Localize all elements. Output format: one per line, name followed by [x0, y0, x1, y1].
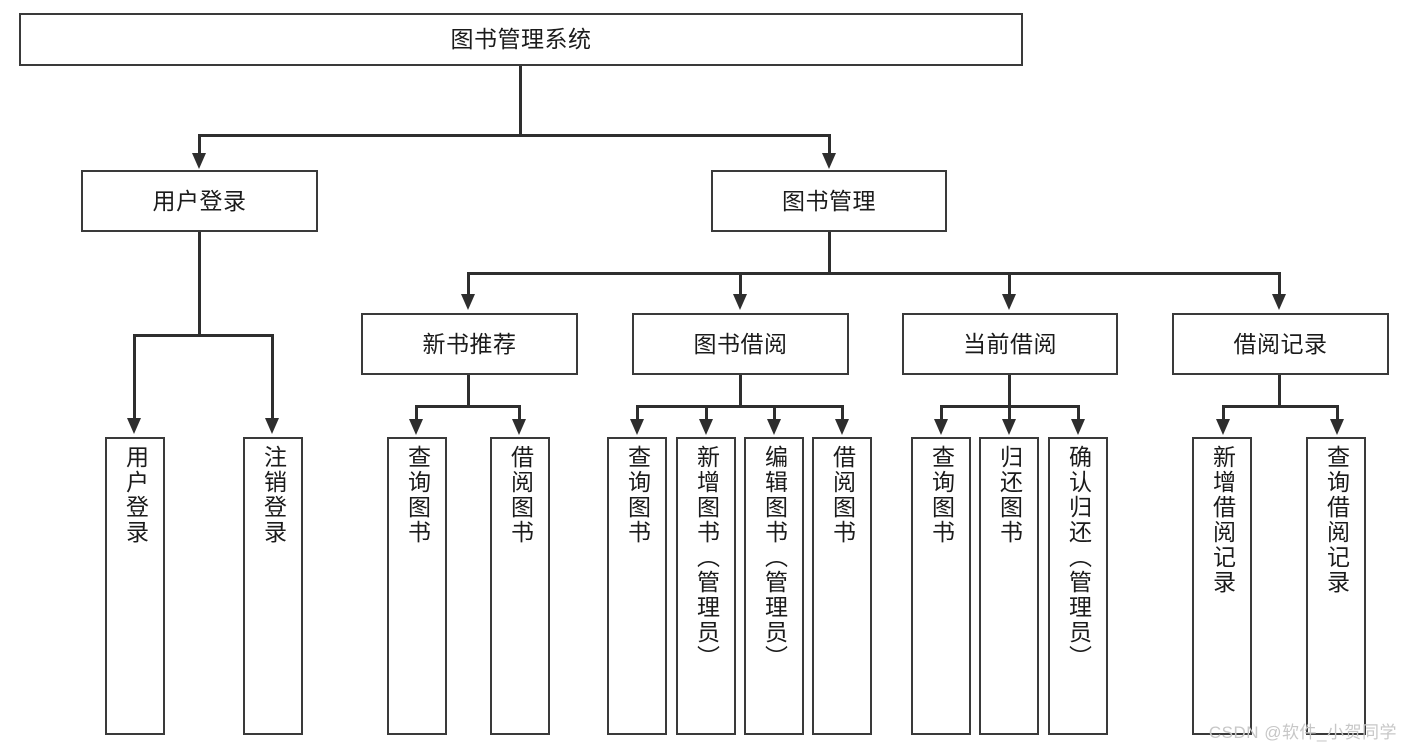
- leaf-borrow-record-query-record[interactable]: 查询借阅记录: [1306, 437, 1366, 735]
- connector-borrow-c3: [773, 405, 776, 421]
- node-book-management[interactable]: 图书管理: [711, 170, 947, 232]
- connector-borrow-c1: [636, 405, 639, 421]
- arrow-record-leaf-1: [1216, 419, 1230, 435]
- leaf-label: 借阅图书: [829, 445, 856, 545]
- node-book-management-label: 图书管理: [782, 187, 876, 214]
- connector-borrow-bus: [636, 405, 843, 408]
- leaf-label: 查询借阅记录: [1323, 445, 1350, 595]
- connector-book-mgmt-to-current: [1008, 272, 1011, 296]
- leaf-label: 查询图书: [624, 445, 651, 545]
- node-current-borrow[interactable]: 当前借阅: [902, 313, 1118, 375]
- node-root-book-management-system[interactable]: 图书管理系统: [19, 13, 1023, 66]
- connector-borrow-stem: [739, 375, 742, 407]
- leaf-borrow-record-add-record[interactable]: 新增借阅记录: [1192, 437, 1252, 735]
- connector-user-login-left: [133, 334, 136, 420]
- leaf-book-borrow-borrow-book[interactable]: 借阅图书: [812, 437, 872, 735]
- arrow-current-leaf-1: [934, 419, 948, 435]
- connector-book-mgmt-bus: [467, 272, 1281, 275]
- arrow-borrow-leaf-2: [699, 419, 713, 435]
- node-new-book-recommend-label: 新书推荐: [422, 330, 517, 357]
- connector-record-stem: [1278, 375, 1281, 407]
- leaf-user-login-login[interactable]: 用户登录: [105, 437, 165, 735]
- leaf-book-borrow-query-book[interactable]: 查询图书: [607, 437, 667, 735]
- connector-current-c3: [1077, 405, 1080, 421]
- leaf-book-borrow-edit-book-admin[interactable]: 编辑图书（管理员）: [744, 437, 804, 735]
- arrow-new-book-leaf-1: [409, 419, 423, 435]
- leaf-current-borrow-confirm-return-admin[interactable]: 确认归还（管理员）: [1048, 437, 1108, 735]
- connector-root-to-book-mgmt: [828, 134, 831, 156]
- connector-record-right: [1336, 405, 1339, 421]
- leaf-current-borrow-return-book[interactable]: 归还图书: [979, 437, 1039, 735]
- connector-root-stem: [519, 66, 522, 136]
- connector-user-login-right: [271, 334, 274, 420]
- leaf-label: 查询图书: [928, 445, 955, 545]
- connector-book-mgmt-to-borrow: [739, 272, 742, 296]
- connector-borrow-c4: [841, 405, 844, 421]
- arrow-book-mgmt-to-current: [1002, 294, 1016, 310]
- arrow-user-login-leaf-1: [127, 418, 141, 434]
- leaf-label: 编辑图书（管理员）: [761, 445, 788, 670]
- arrow-root-to-user-login: [192, 153, 206, 169]
- arrow-root-to-book-mgmt: [822, 153, 836, 169]
- leaf-label: 新增图书（管理员）: [693, 445, 720, 670]
- node-borrow-record-label: 借阅记录: [1233, 330, 1328, 357]
- leaf-label: 确认归还（管理员）: [1065, 445, 1092, 670]
- leaf-label: 借阅图书: [507, 445, 534, 545]
- connector-new-book-bus: [415, 405, 521, 408]
- connector-record-bus: [1222, 405, 1339, 408]
- leaf-current-borrow-query-book[interactable]: 查询图书: [911, 437, 971, 735]
- arrow-book-mgmt-to-borrow: [733, 294, 747, 310]
- leaf-label: 用户登录: [122, 445, 149, 545]
- leaf-user-login-logout[interactable]: 注销登录: [243, 437, 303, 735]
- leaf-label: 查询图书: [404, 445, 431, 545]
- leaf-book-borrow-add-book-admin[interactable]: 新增图书（管理员）: [676, 437, 736, 735]
- node-current-borrow-label: 当前借阅: [963, 330, 1057, 357]
- connector-root-to-user-login: [198, 134, 201, 156]
- leaf-label: 归还图书: [996, 445, 1023, 545]
- leaf-new-book-borrow-book[interactable]: 借阅图书: [490, 437, 550, 735]
- connector-book-mgmt-to-record: [1278, 272, 1281, 296]
- node-book-borrow-label: 图书借阅: [693, 330, 788, 357]
- watermark-text: CSDN @软件_小贺同学: [1208, 723, 1397, 742]
- connector-new-book-left: [415, 405, 418, 421]
- arrow-book-mgmt-to-new-book: [461, 294, 475, 310]
- node-borrow-record[interactable]: 借阅记录: [1172, 313, 1389, 375]
- node-root-label: 图书管理系统: [450, 26, 592, 53]
- node-user-login[interactable]: 用户登录: [81, 170, 318, 232]
- connector-book-mgmt-stem: [828, 232, 831, 274]
- node-new-book-recommend[interactable]: 新书推荐: [361, 313, 578, 375]
- connector-current-c1: [940, 405, 943, 421]
- connector-user-login-bus: [133, 334, 271, 337]
- connector-current-c2: [1008, 405, 1011, 421]
- arrow-borrow-leaf-4: [835, 419, 849, 435]
- leaf-label: 新增借阅记录: [1209, 445, 1236, 595]
- arrow-current-leaf-3: [1071, 419, 1085, 435]
- connector-new-book-right: [518, 405, 521, 421]
- arrow-borrow-leaf-3: [767, 419, 781, 435]
- leaf-label: 注销登录: [260, 445, 287, 545]
- arrow-record-leaf-2: [1330, 419, 1344, 435]
- arrow-borrow-leaf-1: [630, 419, 644, 435]
- node-book-borrow[interactable]: 图书借阅: [632, 313, 849, 375]
- arrow-current-leaf-2: [1002, 419, 1016, 435]
- arrow-user-login-leaf-2: [265, 418, 279, 434]
- connector-record-left: [1222, 405, 1225, 421]
- arrow-book-mgmt-to-record: [1272, 294, 1286, 310]
- node-user-login-label: 用户登录: [152, 187, 247, 214]
- connector-new-book-stem: [467, 375, 470, 407]
- connector-book-mgmt-to-new-book: [467, 272, 470, 296]
- connector-current-stem: [1008, 375, 1011, 407]
- connector-root-bus: [198, 134, 831, 137]
- connector-borrow-c2: [705, 405, 708, 421]
- arrow-new-book-leaf-2: [512, 419, 526, 435]
- connector-user-login-stem: [198, 232, 201, 336]
- leaf-new-book-query-book[interactable]: 查询图书: [387, 437, 447, 735]
